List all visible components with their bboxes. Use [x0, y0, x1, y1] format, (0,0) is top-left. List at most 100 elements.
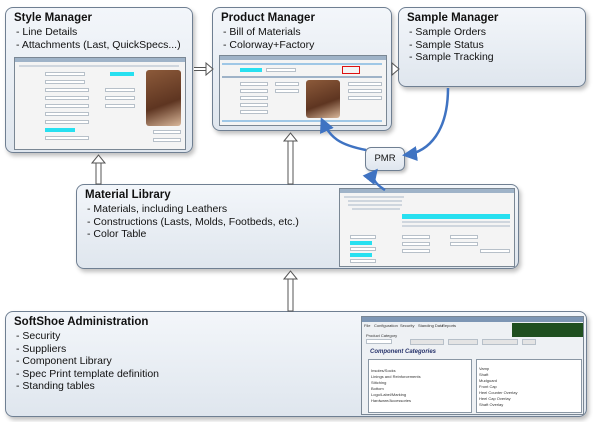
- product-category-select: [366, 339, 392, 344]
- form-field: [153, 130, 181, 134]
- form-field: [350, 259, 376, 263]
- material-library-item: Constructions (Lasts, Molds, Footbeds, e…: [87, 216, 298, 229]
- form-field: [240, 103, 268, 107]
- form-field: [45, 88, 89, 92]
- form-field: [350, 247, 376, 251]
- material-to-pmr-arrow: [362, 168, 386, 192]
- table-row: Insoles/Socks: [371, 368, 396, 373]
- menu-item: Reports: [442, 323, 457, 328]
- form-field: [275, 82, 299, 86]
- form-field: [240, 82, 268, 86]
- table-row: Heel Counter Overlay: [479, 390, 518, 395]
- softshoe-admin-title: SoftShoe Administration: [14, 316, 149, 328]
- style-manager-items: Line Details Attachments (Last, QuickSpe…: [16, 26, 181, 51]
- softshoe-admin-screenshot: File Configuration Security Standing Dat…: [361, 316, 584, 415]
- style-to-product-arrow: [194, 61, 214, 77]
- table-row: Hardware/Accessories: [371, 398, 412, 403]
- pmr-to-product-arrow: [320, 117, 367, 152]
- delete-category-button: [482, 339, 518, 345]
- form-field: [402, 242, 430, 246]
- form-field: [450, 242, 478, 246]
- sample-to-pmr-arrow: [402, 87, 450, 162]
- tree-line: [344, 196, 404, 198]
- softshoe-admin-item: Component Library: [16, 355, 159, 368]
- form-field: [45, 136, 89, 140]
- component-categories-heading: Component Categories: [370, 349, 437, 355]
- edit-description-button: [448, 339, 478, 345]
- highlighted-field: [110, 72, 134, 76]
- form-field: [45, 112, 89, 116]
- material-library-item: Color Table: [87, 228, 299, 241]
- form-field: [450, 235, 478, 239]
- form-field: [45, 96, 89, 100]
- menu-item: Security: [400, 323, 415, 328]
- sample-manager-items: Sample Orders Sample Status Sample Track…: [409, 26, 494, 64]
- menu-bar: File Configuration Security Standing Dat…: [364, 323, 534, 328]
- form-field: [348, 96, 382, 100]
- material-library-item: Materials, including Leathers: [87, 203, 299, 216]
- softshoe-admin-item: Standing tables: [16, 380, 159, 393]
- tab-strip: [222, 63, 382, 65]
- product-manager-box: Product Manager Bill of Materials Colorw…: [212, 7, 392, 131]
- product-manager-item: Bill of Materials: [223, 26, 314, 39]
- form-field: [105, 88, 135, 92]
- highlighted-field: [350, 241, 372, 245]
- form-field: [266, 68, 296, 72]
- sample-manager-item: Sample Status: [409, 39, 494, 52]
- sample-manager-box: Sample Manager Sample Orders Sample Stat…: [398, 7, 586, 87]
- table-row: Heel Cap Overlay: [479, 396, 511, 401]
- window-titlebar: [15, 58, 185, 62]
- product-category-label: Product Category: [366, 333, 398, 338]
- tree-line: [348, 204, 402, 206]
- sample-manager-item: Sample Orders: [409, 26, 494, 39]
- tree-line: [352, 208, 400, 210]
- form-field: [105, 104, 135, 108]
- table-row: Mudguard: [479, 378, 498, 383]
- style-manager-box: Style Manager Line Details Attachments (…: [5, 7, 193, 153]
- component-table-right: Vamp Shaft Mudguard Front Cap Heel Count…: [476, 359, 582, 413]
- form-field: [240, 96, 268, 100]
- form-field: [45, 72, 85, 76]
- material-to-product-arrow: [282, 132, 299, 185]
- form-field: [402, 235, 430, 239]
- table-row: Bottom: [371, 386, 384, 391]
- form-field: [45, 80, 85, 84]
- tab-strip: [222, 76, 382, 78]
- table-row: Stitching: [371, 380, 387, 385]
- form-field: [240, 110, 268, 114]
- boot-image: [306, 80, 340, 118]
- toolbar-line: [19, 65, 179, 67]
- selected-row: [402, 214, 510, 219]
- form-field: [350, 235, 376, 239]
- table-row: Vamp: [479, 366, 490, 371]
- banner: [512, 323, 583, 337]
- form-field: [45, 104, 89, 108]
- product-manager-items: Bill of Materials Colorway+Factory: [223, 26, 314, 51]
- product-to-sample-arrow: [391, 61, 400, 77]
- product-manager-screenshot: [219, 55, 387, 126]
- tree-line: [348, 200, 402, 202]
- form-field: [45, 120, 89, 124]
- sample-manager-item: Sample Tracking: [409, 51, 493, 64]
- window-titlebar: [220, 56, 386, 60]
- softshoe-admin-item: Security: [16, 330, 159, 343]
- form-field: [240, 89, 268, 93]
- menu-item: Configuration: [374, 323, 398, 328]
- form-field: [348, 82, 382, 86]
- grid-row: [402, 221, 510, 223]
- style-manager-screenshot: [14, 57, 186, 150]
- highlighted-field: [45, 128, 75, 132]
- softshoe-admin-items: Security Suppliers Component Library Spe…: [16, 330, 159, 393]
- material-library-title: Material Library: [85, 189, 171, 201]
- admin-to-material-arrow: [282, 270, 299, 312]
- form-field: [105, 96, 135, 100]
- product-manager-item: Colorway+Factory: [223, 39, 314, 52]
- form-field: [480, 249, 510, 253]
- softshoe-admin-item: Suppliers: [16, 343, 159, 356]
- window-titlebar: [340, 189, 514, 193]
- softshoe-admin-item: Spec Print template definition: [16, 368, 159, 381]
- table-row: Logo/Label/Marking: [371, 392, 407, 397]
- grid-header: [222, 120, 382, 122]
- exit-button: [522, 339, 536, 345]
